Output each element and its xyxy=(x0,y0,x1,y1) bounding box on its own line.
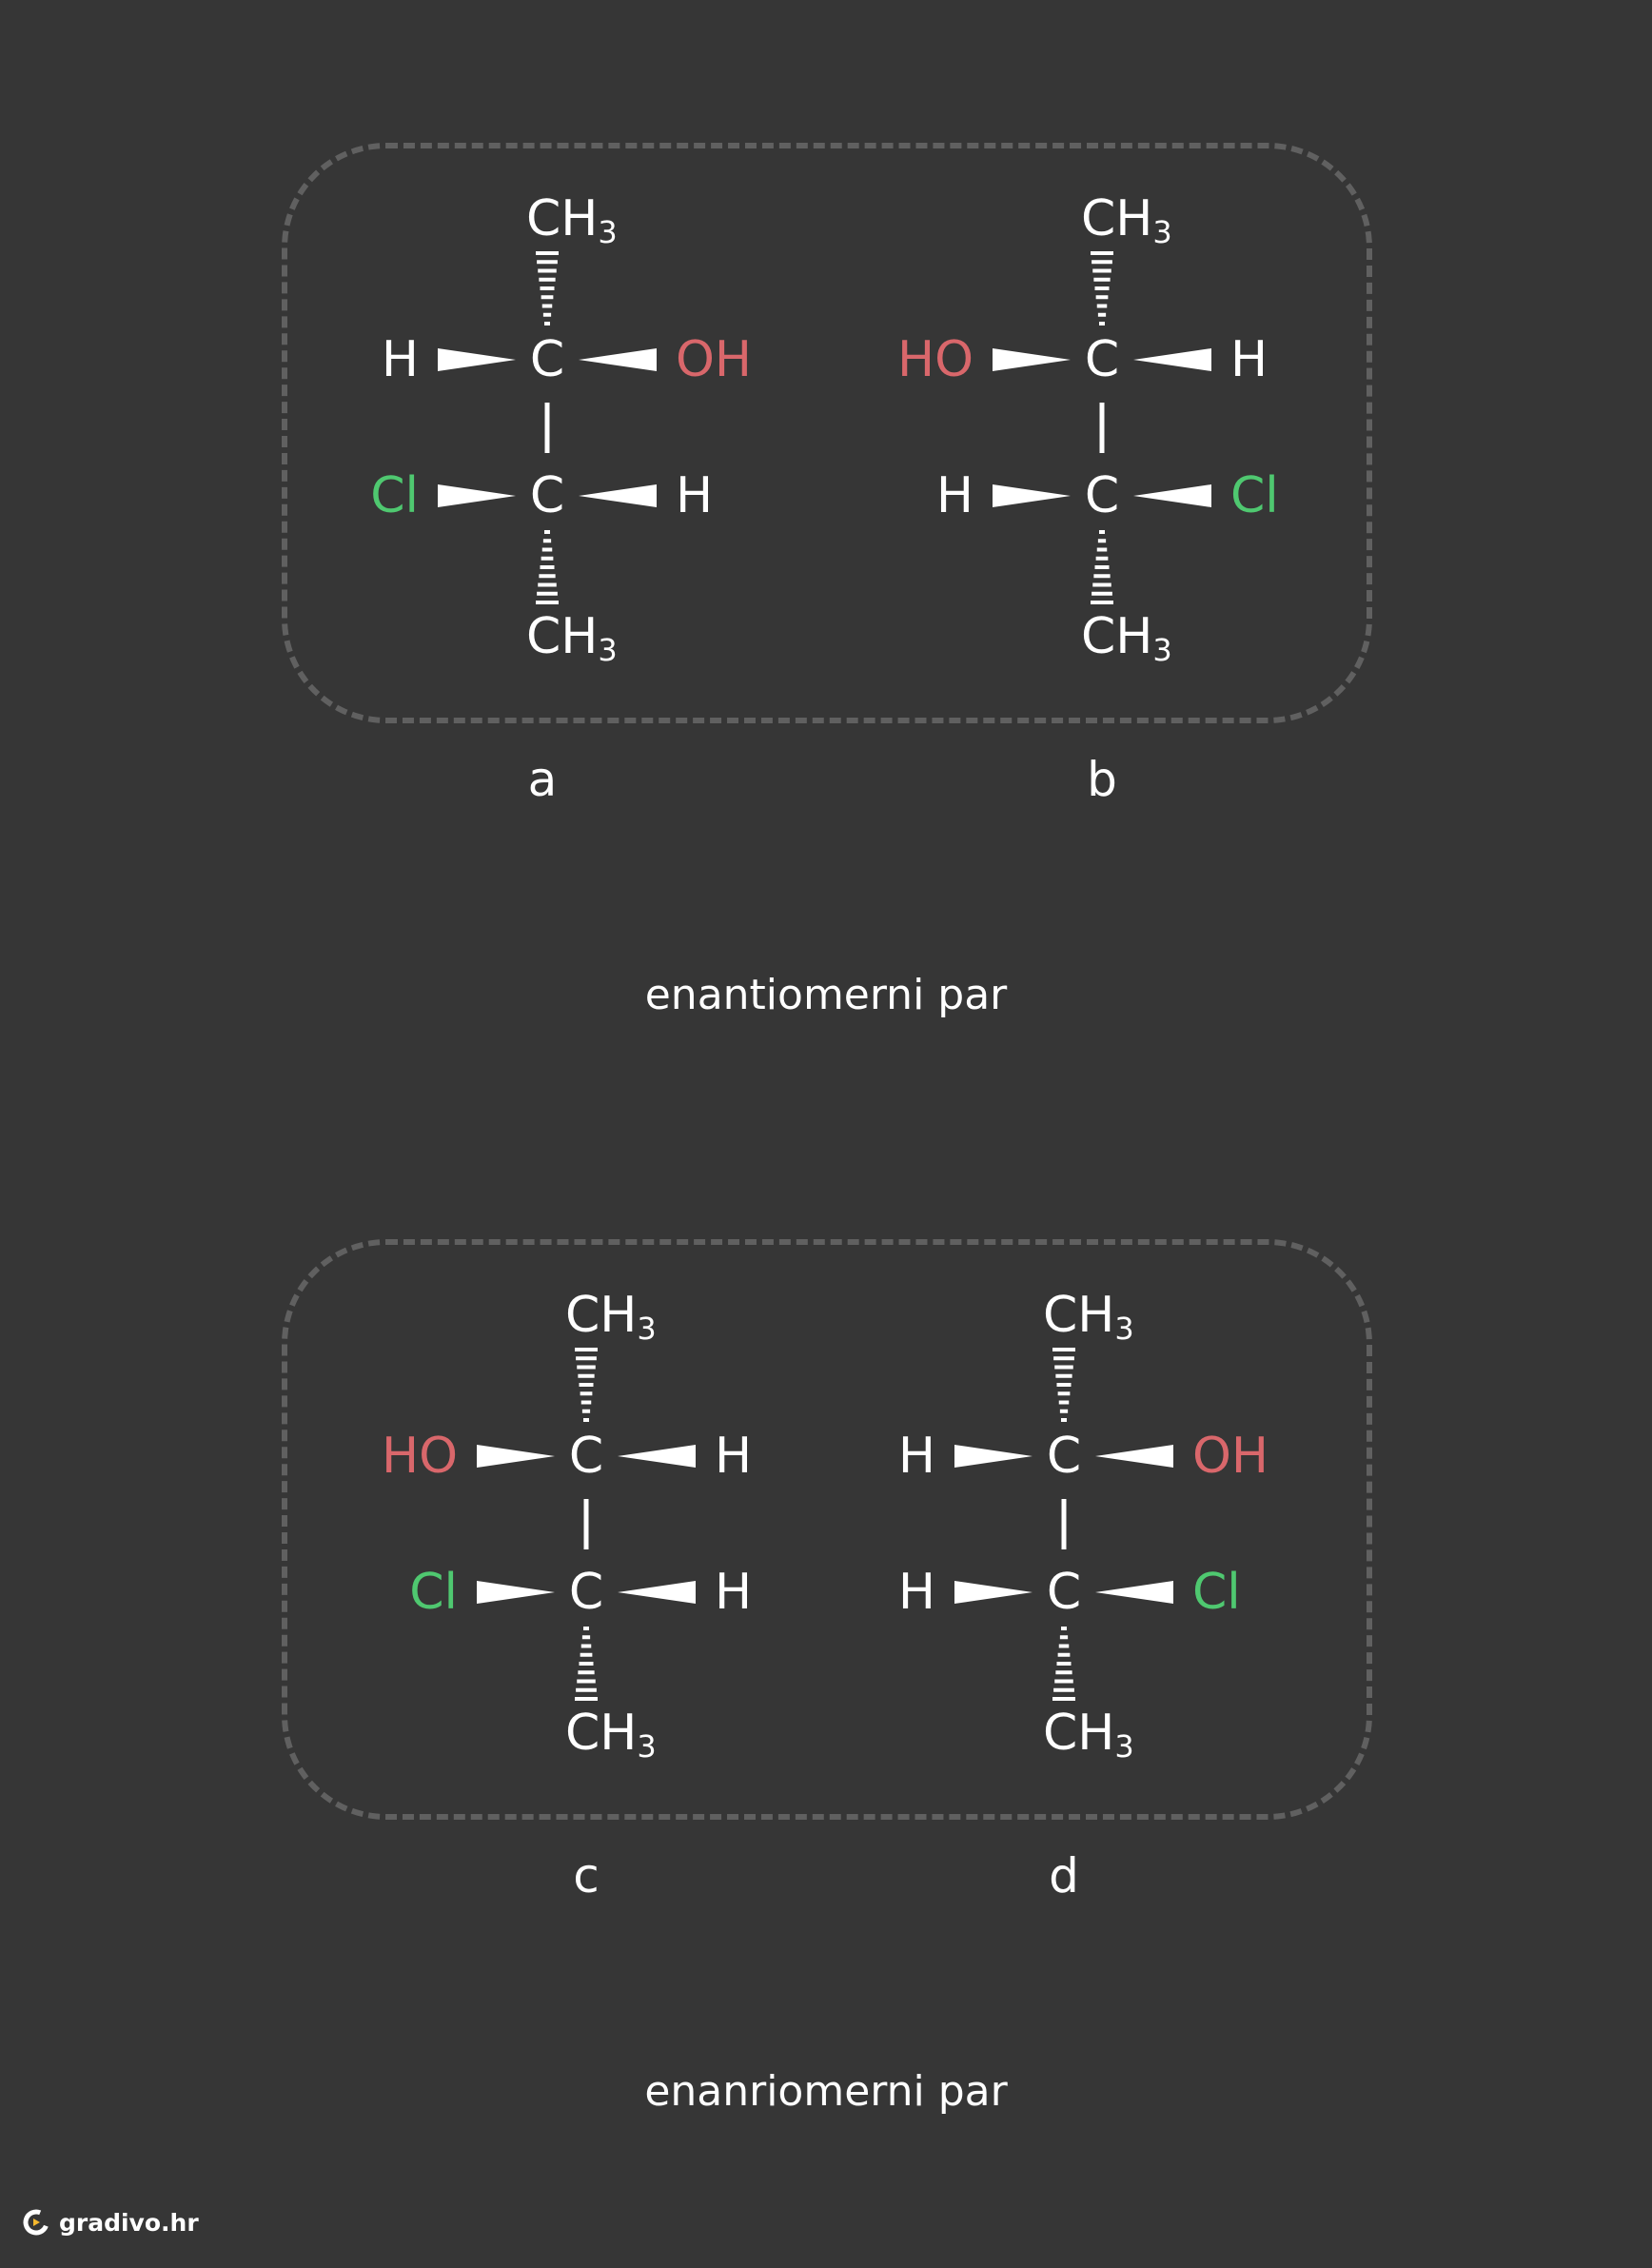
wedge-lower-right-b xyxy=(1133,484,1211,507)
pair-caption-top: enantiomerni par xyxy=(644,971,1008,1019)
substituent-lower-right-c: H xyxy=(715,1564,752,1621)
substituent-upper-right-b: H xyxy=(1230,331,1268,388)
wedge-upper-left-d xyxy=(954,1445,1032,1468)
substituent-lower-right-b: Cl xyxy=(1230,467,1279,524)
wedge-upper-right-a xyxy=(579,348,657,371)
logo-text: gradivo.hr xyxy=(59,2208,199,2237)
substituent-upper-left-b: HO xyxy=(897,331,974,388)
wedge-lower-left-c xyxy=(477,1581,555,1604)
methyl-bottom-b: CH3 xyxy=(1081,608,1172,668)
wedge-upper-left-b xyxy=(993,348,1071,371)
carbon-upper-c: C xyxy=(569,1428,603,1485)
molecule-label-d: d xyxy=(1049,1848,1079,1903)
substituent-lower-right-a: H xyxy=(676,467,713,524)
substituent-lower-left-b: H xyxy=(936,467,974,524)
substituent-upper-left-c: HO xyxy=(382,1428,458,1485)
wedge-lower-right-c xyxy=(618,1581,696,1604)
methyl-top-a: CH3 xyxy=(526,190,618,250)
wedge-upper-right-d xyxy=(1095,1445,1173,1468)
substituent-upper-left-a: H xyxy=(382,331,419,388)
methyl-bottom-c: CH3 xyxy=(565,1705,657,1765)
substituent-lower-right-d: Cl xyxy=(1192,1564,1241,1621)
gradivo-logo-icon xyxy=(23,2209,49,2236)
carbon-lower-b: C xyxy=(1085,467,1119,524)
carbon-upper-a: C xyxy=(530,331,564,388)
carbon-upper-b: C xyxy=(1085,331,1119,388)
wedge-upper-left-a xyxy=(438,348,516,371)
wedge-lower-right-d xyxy=(1095,1581,1173,1604)
enantiomer-pair-frame xyxy=(282,143,1372,723)
methyl-bottom-a: CH3 xyxy=(526,608,618,668)
molecule-label-a: a xyxy=(527,752,558,807)
carbon-lower-a: C xyxy=(530,467,564,524)
wedge-upper-left-c xyxy=(477,1445,555,1468)
wedge-lower-right-a xyxy=(579,484,657,507)
pair-caption-bottom: enanriomerni par xyxy=(644,2067,1008,2116)
second-pair-frame xyxy=(282,1239,1372,1820)
carbon-upper-d: C xyxy=(1047,1428,1081,1485)
methyl-top-b: CH3 xyxy=(1081,190,1172,250)
methyl-top-c: CH3 xyxy=(565,1287,657,1347)
wedge-lower-left-a xyxy=(438,484,516,507)
substituent-lower-left-d: H xyxy=(898,1564,935,1621)
gradivo-logo[interactable]: gradivo.hr xyxy=(21,2206,199,2238)
molecule-label-c: c xyxy=(573,1848,600,1903)
carbon-lower-d: C xyxy=(1047,1564,1081,1621)
substituent-lower-left-a: Cl xyxy=(370,467,419,524)
substituent-upper-right-a: OH xyxy=(676,331,752,388)
molecule-label-b: b xyxy=(1087,752,1117,807)
wedge-upper-right-c xyxy=(618,1445,696,1468)
substituent-lower-left-c: Cl xyxy=(409,1564,458,1621)
wedge-upper-right-b xyxy=(1133,348,1211,371)
wedge-lower-left-b xyxy=(993,484,1071,507)
substituent-upper-right-c: H xyxy=(715,1428,752,1485)
carbon-lower-c: C xyxy=(569,1564,603,1621)
substituent-upper-right-d: OH xyxy=(1192,1428,1268,1485)
methyl-bottom-d: CH3 xyxy=(1043,1705,1134,1765)
methyl-top-d: CH3 xyxy=(1043,1287,1134,1347)
wedge-lower-left-d xyxy=(954,1581,1032,1604)
substituent-upper-left-d: H xyxy=(898,1428,935,1485)
